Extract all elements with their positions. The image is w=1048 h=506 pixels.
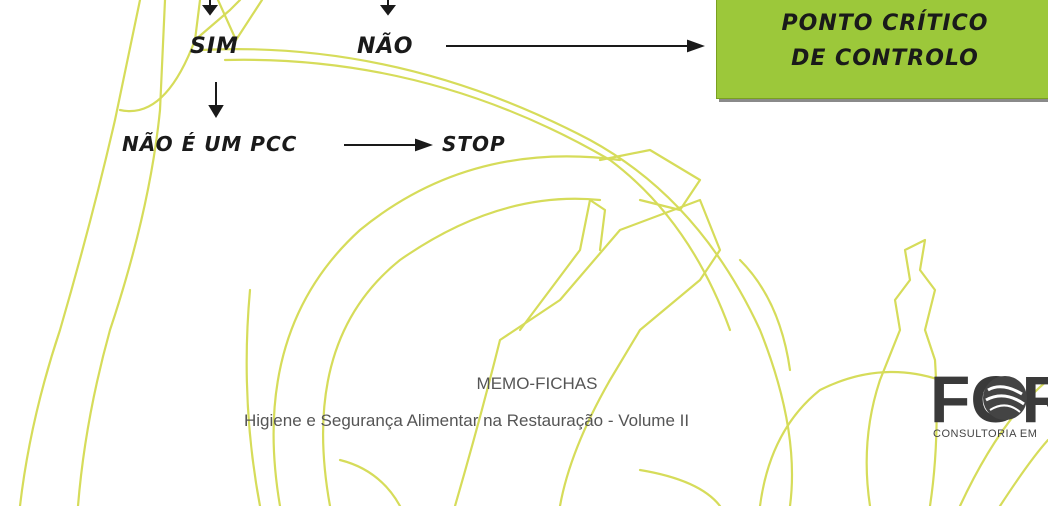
stop-label: STOP (442, 132, 506, 156)
logo-tagline: CONSULTORIA EM (933, 428, 1038, 440)
sim-label: SIM (190, 34, 239, 59)
critical-control-point-text: PONTO CRÍTICO DE CONTROLO (717, 6, 1048, 76)
footer-subtitle: Higiene e Segurança Alimentar na Restaur… (244, 411, 690, 430)
pcc-line-2: DE CONTROLO (791, 46, 979, 71)
footer-title: MEMO-FICHAS (476, 374, 598, 393)
not-pcc-label: NÃO É UM PCC (122, 132, 298, 156)
pcc-line-1: PONTO CRÍTICO (781, 11, 989, 36)
critical-control-point-box: PONTO CRÍTICO DE CONTROLO (716, 0, 1048, 99)
company-logo: FOR (930, 362, 1048, 436)
nao-label: NÃO (357, 34, 414, 59)
